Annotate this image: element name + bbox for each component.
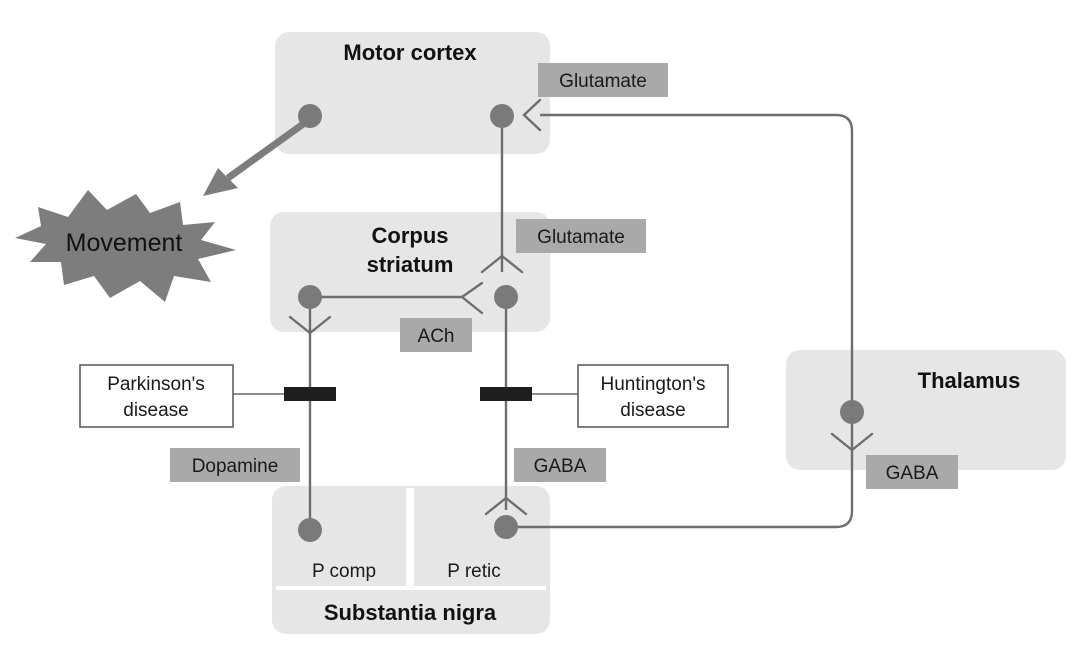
striatum-cholinergic-soma — [298, 285, 322, 309]
huntingtons-label-line1: Huntington's — [600, 374, 705, 395]
parkinsons-label-line1: Parkinson's — [107, 374, 205, 395]
synapse-terminal-gaba-thalamus — [830, 432, 874, 452]
thalamus-neuron-soma — [840, 400, 864, 424]
dopamine-label-box — [170, 448, 300, 482]
gaba-label-nigra: GABA — [534, 456, 587, 477]
gaba-label-nigra-box — [514, 448, 606, 482]
movement-arrow-head — [203, 168, 238, 196]
movement-burst-icon — [15, 190, 236, 302]
gaba-label-thalamus: GABA — [886, 463, 939, 484]
substantia-nigra-title: Substantia nigra — [324, 600, 497, 625]
movement-label: Movement — [66, 229, 183, 257]
glutamate-label-striatum: Glutamate — [537, 227, 625, 248]
motor-cortex-title: Motor cortex — [343, 40, 477, 65]
synapse-terminal-striatum-glutamate — [480, 254, 524, 274]
synapse-terminal-gaba-nigra — [484, 496, 528, 516]
thalamus-title: Thalamus — [918, 368, 1021, 393]
corpus-striatum-title-line2: striatum — [367, 252, 454, 277]
ach-label: ACh — [418, 326, 455, 347]
nigrothalamic-axon — [506, 418, 854, 529]
synapse-terminal-ach — [459, 281, 484, 315]
dopamine-label: Dopamine — [192, 456, 279, 477]
movement-arrow-shaft — [225, 119, 309, 181]
gaba-label-thalamus-box — [866, 455, 958, 489]
huntingtons-label-line2: disease — [620, 400, 686, 421]
parkinsons-lesion-bar — [284, 387, 336, 401]
ach-label-box — [400, 318, 472, 352]
huntingtons-lesion-bar — [480, 387, 532, 401]
p-retic-label: P retic — [447, 561, 501, 582]
synapse-terminal-dopamine — [288, 315, 332, 335]
glutamate-label-striatum-box — [516, 219, 646, 253]
synapse-terminal-cortex — [522, 98, 542, 132]
huntingtons-box — [577, 364, 729, 428]
corpus-striatum-region — [270, 212, 550, 332]
corpus-striatum-title-line1: Corpus — [372, 223, 449, 248]
motor-cortex-region — [275, 32, 550, 154]
thalamus-region — [786, 350, 1066, 470]
glutamate-label-cortex-box — [538, 63, 668, 97]
glutamate-label-cortex: Glutamate — [559, 71, 647, 92]
parkinsons-box — [79, 364, 234, 428]
parkinsons-label-line2: disease — [123, 400, 189, 421]
cortex-neuron-soma-1 — [298, 104, 322, 128]
striatum-gabaergic-soma — [494, 285, 518, 309]
nigra-dopaminergic-soma — [298, 518, 322, 542]
p-comp-label: P comp — [312, 561, 376, 582]
cortex-neuron-soma-2 — [490, 104, 514, 128]
thalamocortical-axon — [540, 113, 854, 412]
nigra-gabaergic-soma — [494, 515, 518, 539]
